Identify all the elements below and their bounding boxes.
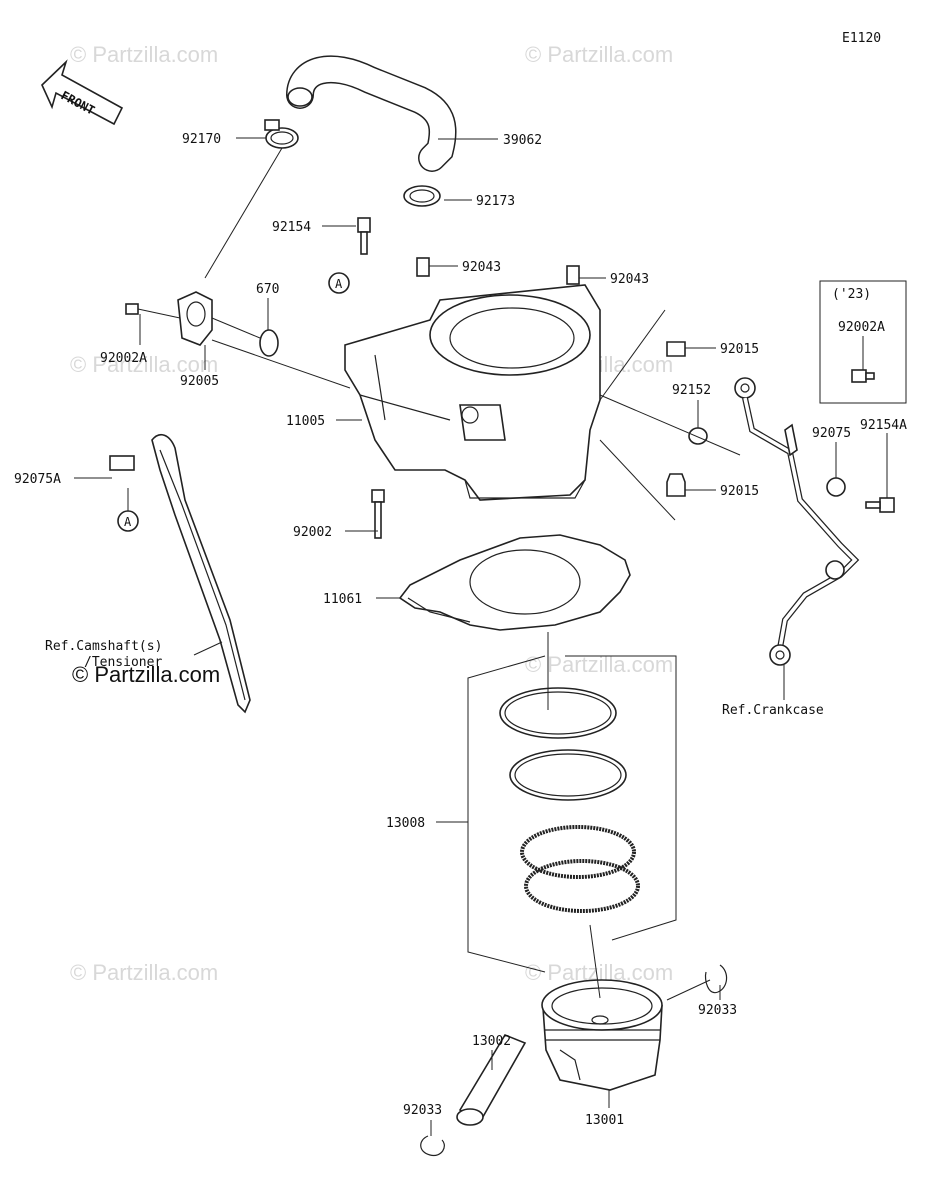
part-label-92173[interactable]: 92173 — [476, 194, 515, 209]
part-label-92075a[interactable]: 92075A — [14, 472, 61, 487]
o-ring — [259, 329, 279, 357]
ref-marker-a-label: A — [335, 277, 343, 291]
diagram-code: E1120 — [842, 31, 881, 46]
ref-crankcase-label[interactable]: Ref.Crankcase — [722, 703, 824, 718]
piston — [541, 979, 663, 1091]
part-label-13008[interactable]: 13008 — [386, 816, 425, 831]
part-label-92154a[interactable]: 92154A — [860, 418, 907, 433]
part-label-92152[interactable]: 92152 — [672, 383, 711, 398]
bolt — [851, 369, 875, 383]
oil-ring — [520, 825, 636, 879]
watermark: © Partzilla.com — [70, 960, 218, 985]
circlip — [420, 1135, 445, 1157]
part-label-92154[interactable]: 92154 — [272, 220, 311, 235]
part-label-92043[interactable]: 92043 — [462, 260, 501, 275]
part-label-92002a[interactable]: 92002A — [100, 351, 147, 366]
part-label-13001[interactable]: 13001 — [585, 1113, 624, 1128]
part-label-670[interactable]: 670 — [256, 282, 279, 297]
washer — [688, 427, 708, 445]
oil-pipe — [734, 377, 860, 666]
front-arrow-icon: FRONT — [41, 59, 124, 126]
part-label-92043[interactable]: 92043 — [610, 272, 649, 287]
oil-ring — [524, 859, 640, 913]
part-label-11005[interactable]: 11005 — [286, 414, 325, 429]
bolt — [865, 497, 895, 513]
washer — [826, 477, 846, 497]
breather-fitting — [177, 291, 213, 346]
part-label-92002a-23[interactable]: 92002A — [838, 320, 885, 335]
cap-nut — [666, 341, 686, 357]
part-label-39062[interactable]: 39062 — [503, 133, 542, 148]
part-label-13002[interactable]: 13002 — [472, 1034, 511, 1049]
ref-marker-a — [328, 272, 350, 294]
ref-marker-a-label: A — [124, 515, 132, 529]
piston-ring — [504, 691, 612, 735]
dowel-pin — [566, 265, 580, 285]
part-label-92015[interactable]: 92015 — [720, 484, 759, 499]
breather-hose — [286, 55, 457, 172]
cylinder-gasket — [398, 534, 631, 631]
part-label-92005[interactable]: 92005 — [180, 374, 219, 389]
watermark: © Partzilla.com — [525, 42, 673, 67]
piston-pin — [456, 1034, 527, 1126]
dowel-pin — [416, 257, 430, 277]
piston-ring — [514, 753, 622, 797]
hose-clamp — [264, 119, 299, 149]
hose-clamp — [403, 185, 441, 207]
bolt — [357, 217, 371, 255]
part-label-92170[interactable]: 92170 — [182, 132, 221, 147]
cylinder — [344, 284, 601, 501]
watermark: © Partzilla.com — [70, 42, 218, 67]
ref-camshaft-label[interactable]: Ref.Camshaft(s) — [45, 639, 162, 654]
year-variant-box — [819, 280, 907, 404]
ref-tensioner-label[interactable]: /Tensioner — [84, 655, 162, 670]
watermark: © Partzilla.com — [72, 662, 220, 687]
ring-set-bracket — [565, 655, 677, 941]
chain-guide — [151, 433, 251, 714]
part-label-11061[interactable]: 11061 — [323, 592, 362, 607]
year-variant-label: ('23) — [832, 287, 871, 302]
leader-lines — [74, 137, 888, 1136]
part-label-92075[interactable]: 92075 — [812, 426, 851, 441]
bolt — [371, 489, 385, 539]
cap-nut — [666, 473, 686, 497]
watermark: © Partzilla.com — [70, 352, 218, 377]
bolt — [125, 303, 181, 319]
piston-ring — [499, 687, 617, 739]
part-label-92015[interactable]: 92015 — [720, 342, 759, 357]
part-label-92033[interactable]: 92033 — [403, 1103, 442, 1118]
piston-ring — [509, 749, 627, 801]
circlip — [704, 964, 728, 994]
part-label-92002[interactable]: 92002 — [293, 525, 332, 540]
chain-guide-pad — [109, 455, 135, 471]
part-label-92033[interactable]: 92033 — [698, 1003, 737, 1018]
ring-set-bracket — [467, 655, 546, 973]
